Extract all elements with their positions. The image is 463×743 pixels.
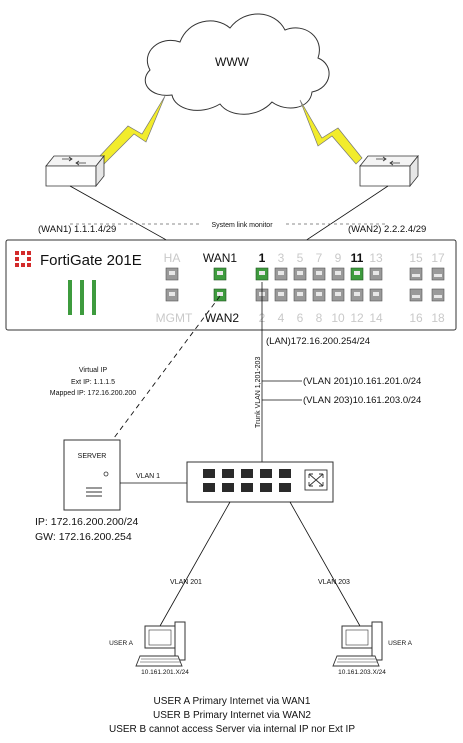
client-a-subnet: 10.161.201.X/24 [141, 669, 189, 676]
port-15 [409, 267, 423, 281]
fortinet-logo-icon [15, 251, 31, 267]
port-1 [255, 267, 269, 281]
wan1-router-icon [45, 154, 105, 188]
server-vlan: VLAN 1 [136, 473, 160, 480]
wan2-address: (WAN2) 2.2.2.4/29 [348, 224, 426, 235]
client-a-name: USER A [109, 640, 134, 647]
port-17 [431, 267, 445, 281]
server-label: SERVER [78, 453, 107, 460]
port-number-6: 6 [297, 311, 304, 325]
port-5 [293, 267, 307, 281]
switch-port [279, 483, 291, 492]
vip-ext-ip: Ext IP: 1.1.1.5 [71, 379, 115, 386]
port-12 [350, 288, 364, 302]
port-number-9: 9 [335, 251, 342, 265]
client-b-computer-icon [332, 621, 383, 667]
switch-port [279, 469, 291, 478]
client-b-name: USER A [388, 640, 413, 647]
port-mgmt [165, 288, 179, 302]
port-number-15: 15 [409, 251, 423, 265]
core-switch-icon [186, 461, 334, 503]
note-line-1: USER A Primary Internet via WAN1 [154, 696, 311, 707]
port-8 [312, 288, 326, 302]
port-label-wan2: WAN2 [205, 311, 240, 325]
wan2-lightning-icon [299, 99, 363, 165]
client-b-subnet: 10.161.203.X/24 [338, 669, 386, 676]
switch-port [260, 469, 272, 478]
client-b-vlan: VLAN 203 [318, 579, 350, 586]
virtual-ip-link [107, 295, 221, 447]
trunk-label: Trunk VLAN 1,201-203 [255, 357, 262, 428]
switch-port [241, 469, 253, 478]
port-number-10: 10 [331, 311, 345, 325]
port-number-1: 1 [259, 251, 266, 265]
switch-port [222, 483, 234, 492]
port-number-17: 17 [431, 251, 445, 265]
port-3 [274, 267, 288, 281]
status-bars [68, 280, 96, 315]
port-wan2 [213, 288, 227, 302]
wan2-router-icon [359, 154, 419, 188]
port-ha [165, 267, 179, 281]
port-number-13: 13 [369, 251, 383, 265]
port-label-wan1: WAN1 [203, 251, 238, 265]
port-number-18: 18 [431, 311, 445, 325]
note-line-2: USER B Primary Internet via WAN2 [153, 710, 311, 721]
port-number-3: 3 [278, 251, 285, 265]
vlan-203-subnet: (VLAN 203)10.161.203.0/24 [303, 395, 421, 406]
vip-title: Virtual IP [79, 367, 108, 374]
port-number-14: 14 [369, 311, 383, 325]
lan-address: (LAN)172.16.200.254/24 [266, 336, 370, 347]
port-16 [409, 288, 423, 302]
switch-port [241, 483, 253, 492]
port-11 [350, 267, 364, 281]
client-a-link [159, 501, 231, 627]
server-gateway: GW: 172.16.200.254 [35, 531, 132, 543]
switch-port [203, 469, 215, 478]
server-icon [63, 439, 121, 511]
fortigate-model: FortiGate 201E [40, 252, 142, 269]
wan1-lightning-icon [97, 95, 166, 165]
switch-port [203, 483, 215, 492]
port-6 [293, 288, 307, 302]
switch-port [260, 483, 272, 492]
port-number-11: 11 [351, 251, 364, 265]
client-a-vlan: VLAN 201 [170, 579, 202, 586]
port-14 [369, 288, 383, 302]
port-10 [331, 288, 345, 302]
wan1-address: (WAN1) 1.1.1.4/29 [38, 224, 116, 235]
client-a-computer-icon [135, 621, 186, 667]
port-number-4: 4 [278, 311, 285, 325]
internet-cloud: WWW [144, 13, 330, 115]
port-label-ha: HA [164, 251, 181, 265]
port-number-8: 8 [316, 311, 323, 325]
vlan-201-subnet: (VLAN 201)10.161.201.0/24 [303, 376, 421, 387]
internet-label: WWW [215, 55, 250, 69]
vip-mapped-ip: Mapped IP: 172.16.200.200 [50, 390, 137, 397]
server-ip: IP: 172.16.200.200/24 [35, 516, 138, 528]
system-link-monitor-label: System link monitor [211, 222, 273, 229]
switch-port [222, 469, 234, 478]
note-line-3: USER B cannot access Server via internal… [109, 724, 355, 735]
port-wan1 [213, 267, 227, 281]
port-number-7: 7 [316, 251, 323, 265]
port-18 [431, 288, 445, 302]
port-13 [369, 267, 383, 281]
port-number-12: 12 [350, 311, 364, 325]
port-label-mgmt: MGMT [156, 311, 193, 325]
port-7 [312, 267, 326, 281]
port-4 [274, 288, 288, 302]
port-9 [331, 267, 345, 281]
port-number-5: 5 [297, 251, 304, 265]
port-number-16: 16 [409, 311, 423, 325]
client-b-link [289, 501, 361, 627]
